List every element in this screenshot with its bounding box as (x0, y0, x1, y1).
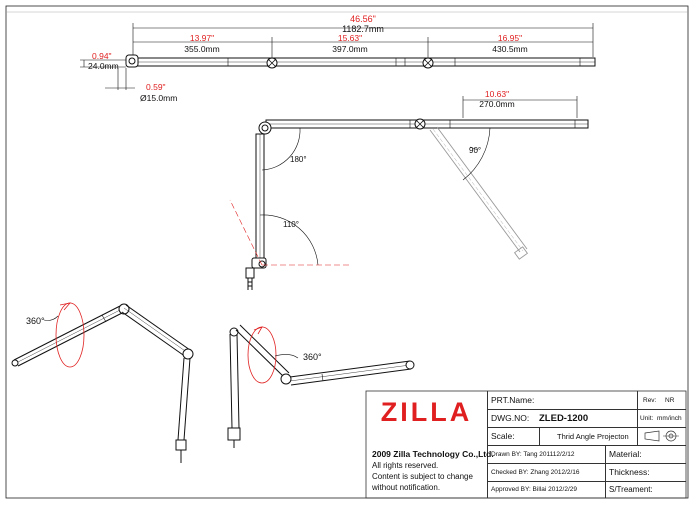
dwg-no-value: ZLED-1200 (539, 412, 589, 424)
angle-110: 110° (283, 220, 299, 229)
dim-seg1-mm: 355.0mm (184, 44, 219, 54)
top-dimension-lines (80, 23, 594, 90)
dim-arm-mm: 270.0mm (479, 99, 514, 109)
approved-by: Approved BY: Billai 2012/2/29 (491, 486, 578, 493)
unit-label: Unit: (640, 414, 654, 422)
row-checked-by: Checked BY: Zhang 2012/2/16 Thickness: (487, 463, 686, 482)
rights-text: All rights reserved. (372, 461, 439, 470)
angle-90: 90° (469, 146, 481, 155)
dim-arm-in: 10.63" (485, 89, 509, 99)
row-drawn-by: Drawn BY: Tang 201112/2/12 Material: (487, 445, 686, 464)
dim-dia-mm: Ø15.0mm (140, 93, 177, 103)
side-dimension-lines (259, 96, 578, 266)
dim-total-in: 46.56" (350, 14, 376, 24)
angle-180: 180° (290, 155, 307, 164)
rev-label: Rev: (643, 396, 657, 404)
zilla-logo: ZILLA (380, 397, 473, 427)
row-approved-by: Approved BY: Billai 2012/2/29 S/Treament… (487, 481, 686, 498)
title-block: ZILLA 2009 Zilla Technology Co.,Ltd. All… (366, 391, 686, 498)
dim-dia-in: 0.59" (146, 82, 166, 92)
sheet-border (5, 5, 689, 499)
swung-arm-gray (429, 126, 529, 260)
iso-view-left (11, 303, 194, 463)
dim-seg2-mm: 397.0mm (332, 44, 367, 54)
title-block-logo-cell: ZILLA 2009 Zilla Technology Co.,Ltd. All… (366, 391, 494, 498)
projection-text: Thrid Angle Projecton (557, 431, 629, 441)
scale-label: Scale: (491, 431, 515, 441)
dim-seg3-in: 16.95" (498, 33, 522, 43)
side-view-arm (245, 118, 589, 290)
red-centerlines (229, 199, 350, 266)
dim-seg2-in: 15.63" (338, 33, 362, 43)
thickness-label: Thickness: (609, 467, 650, 477)
iso-view-right (227, 324, 415, 448)
row-scale: Scale: Thrid Angle Projecton (487, 427, 686, 446)
notice-line-2: without notification. (372, 483, 441, 492)
row-prt-name: PRT.Name: Rev: NR (487, 391, 686, 410)
projection-symbol-icon (644, 430, 679, 442)
checked-by: Checked BY: Zhang 2012/2/16 (491, 468, 580, 476)
dim-seg1-in: 13.97" (190, 33, 214, 43)
prt-name-label: PRT.Name: (491, 395, 535, 405)
top-view-arm (125, 54, 596, 69)
material-label: Material: (609, 449, 642, 459)
dim-seg3-mm: 430.5mm (492, 44, 527, 54)
rotation-360-left: 360° (26, 316, 45, 326)
row-dwg-no: DWG.NO: ZLED-1200 Unit: mm/inch (487, 409, 686, 428)
rotation-arc-left (55, 302, 85, 368)
rev-value: NR (665, 396, 675, 404)
dwg-no-label: DWG.NO: (491, 413, 530, 423)
rotation-360-right: 360° (303, 352, 322, 362)
dim-total-mm: 1182.7mm (342, 24, 384, 34)
copyright-text: 2009 Zilla Technology Co.,Ltd. (372, 449, 494, 459)
title-block-grid: PRT.Name: Rev: NR DWG.NO: ZLED-1200 Unit… (487, 391, 686, 498)
title-block-frame (365, 390, 687, 499)
drawn-by: Drawn BY: Tang 201112/2/12 (491, 450, 575, 458)
notice-line-1: Content is subject to change (372, 472, 473, 481)
rotation-arc-right (247, 326, 277, 384)
dim-height-mm: 24.0mm (88, 61, 119, 71)
dim-height-in: 0.94" (92, 51, 112, 61)
treatment-label: S/Treament: (609, 485, 653, 494)
unit-value: mm/inch (657, 414, 682, 422)
